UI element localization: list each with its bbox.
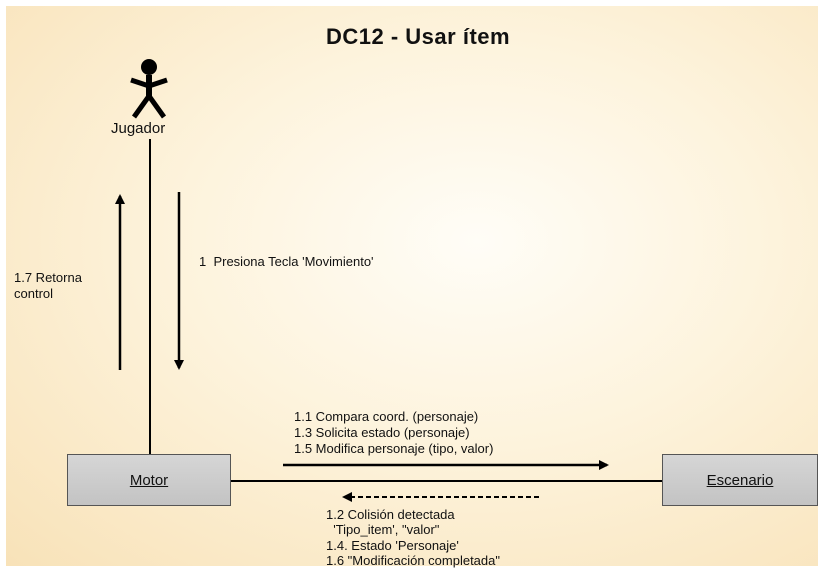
message-1-2-line1: 1.2 Colisión detectada [326, 507, 455, 522]
actor-jugador-label: Jugador [111, 120, 166, 137]
message-1-6: 1.6 "Modificación completada" [326, 553, 500, 568]
object-escenario: Escenario [662, 454, 818, 506]
diagram-title: DC12 - Usar ítem [326, 24, 511, 49]
object-escenario-label: Escenario [706, 471, 774, 489]
message-1: 1 Presiona Tecla 'Movimiento' [199, 254, 374, 269]
message-1-7-line2: control [14, 286, 54, 301]
message-1-4: 1.4. Estado 'Personaje' [326, 538, 459, 553]
message-1-1: 1.1 Compara coord. (personaje) [294, 409, 479, 424]
message-1-7-line1: 1.7 Retorna [14, 270, 82, 285]
object-motor: Motor [67, 454, 231, 506]
message-1-2-line2: 'Tipo_item', "valor" [326, 522, 440, 537]
message-1-3: 1.3 Solicita estado (personaje) [294, 425, 470, 440]
message-1-5: 1.5 Modifica personaje (tipo, valor) [294, 441, 494, 456]
object-motor-label: Motor [129, 471, 169, 489]
actor-stick-figure-icon [130, 59, 168, 119]
